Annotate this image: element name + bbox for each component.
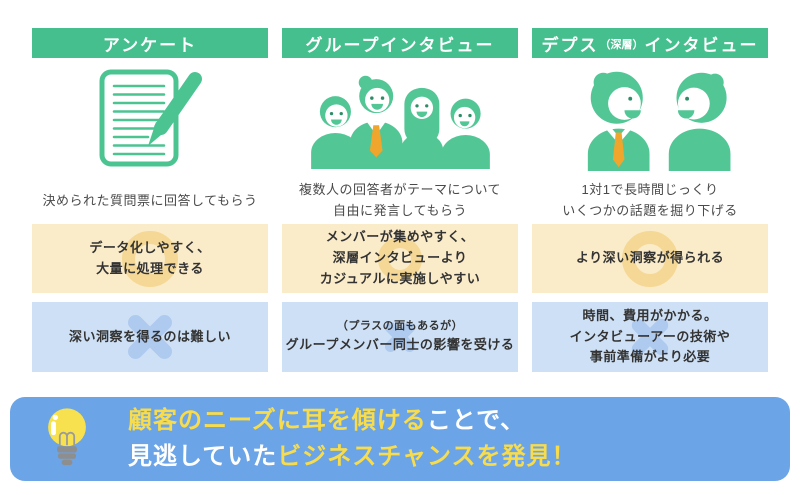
depth-interview-demerit-text: 時間、費用がかかる。 インタビューアーの技術や 事前準備がより必要 [569,307,731,365]
conclusion-line1-highlight: 顧客のニーズに耳を傾ける [128,407,427,434]
group-of-four-people-icon [282,58,518,178]
group-interview-demerit-box: （プラスの面もあるが） グループメンバー同士の影響を受ける [282,302,518,372]
column-group-interview: グループインタビュー [282,28,518,372]
survey-merit-box: データ化しやすく、 大量に処理できる [32,224,268,293]
circle-merit-mark [378,236,422,281]
conclusion-banner: 顧客のニーズに耳を傾けることで、 見逃していたビジネスチャンスを発見！ [10,397,790,481]
group-interview-merit-box: メンバーが集めやすく、 深層インタビューより カジュアルに実施しやすい [282,224,518,293]
conclusion-line1-rest: ことで、 [426,407,526,434]
depth-interview-description: 1対1で長時間じっくり いくつかの話題を掘り下げる [562,182,738,218]
survey-demerit-text: 深い洞察を得るのは難しい [68,328,231,344]
conclusion-text: 顧客のニーズに耳を傾けることで、 見逃していたビジネスチャンスを発見！ [128,403,577,475]
depth-interview-merit-text: より深い洞察が得られる [575,250,725,266]
survey-description: 決められた質問票に回答してもらう [42,192,258,208]
survey-header-label: アンケート [102,35,198,55]
group-interview-description: 複数人の回答者がテーマについて 自由に発言してもらう [298,182,502,218]
two-people-facing-icon [532,58,768,178]
depth-interview-demerit-box: 時間、費用がかかる。 インタビューアーの技術や 事前準備がより必要 [532,302,768,372]
group-interview-demerit-text: グループメンバー同士の影響を受ける [285,336,515,352]
survey-header: アンケート [32,28,268,58]
conclusion-line-2: 見逃していたビジネスチャンスを発見！ [128,439,577,475]
conclusion-line2-lead: 見逃していた [128,443,278,470]
group-interview-header-label: グループインタビュー [305,35,495,55]
circle-merit-mark [622,230,678,287]
depth-interview-header: デプス （深層） インタビュー [532,28,768,58]
depth-interview-header-label: デプス [541,35,599,55]
depth-interview-header-paren: （深層） [599,39,644,51]
group-interview-merit-text: メンバーが集めやすく、 深層インタビューより カジュアルに実施しやすい [319,229,481,286]
group-interview-demerit-note: （プラスの面もあるが） [336,320,464,333]
depth-interview-header-label-rest: インタビュー [644,35,759,55]
survey-demerit-box: 深い洞察を得るのは難しい [32,302,268,372]
column-depth-interview: デプス （深層） インタビュー [532,28,768,372]
survey-sheet-pen-icon [32,58,268,178]
group-interview-header: グループインタビュー [282,28,518,58]
comparison-columns: アンケート 決められた質問票に回答してもらう データ化しやすく、 大量に処理でき… [0,0,800,372]
column-survey: アンケート 決められた質問票に回答してもらう データ化しやすく、 大量に処理でき… [32,28,268,372]
conclusion-line2-highlight: ビジネスチャンスを発見！ [277,443,577,470]
conclusion-line-1: 顧客のニーズに耳を傾けることで、 [128,403,577,439]
depth-interview-merit-box: より深い洞察が得られる [532,224,768,293]
survey-merit-text: データ化しやすく、 大量に処理できる [89,239,211,276]
lightbulb-icon [48,408,86,466]
